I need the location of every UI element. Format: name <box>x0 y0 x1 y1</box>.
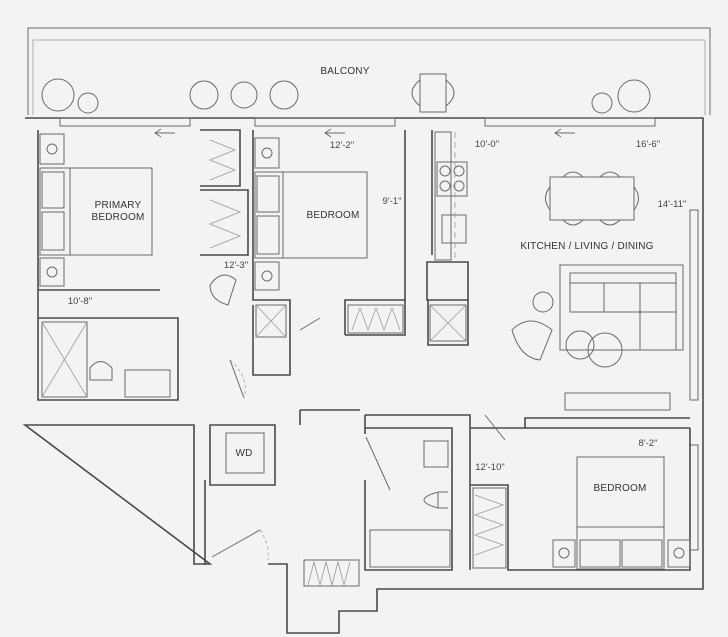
sofa <box>511 264 684 411</box>
washer-dryer <box>225 432 265 474</box>
interior-walls <box>37 129 691 571</box>
balcony-table-icon <box>419 73 447 113</box>
side-table-icon <box>532 291 554 313</box>
arrow-left-icon <box>554 128 575 138</box>
chair-icon <box>209 274 237 306</box>
dimension-label: 16'-6" <box>636 139 660 150</box>
cooktop-icon <box>436 161 468 197</box>
room-label-laundry: WD <box>235 448 252 459</box>
sink-icon <box>441 214 467 244</box>
hvac-closet <box>429 304 467 342</box>
nightstand-lamp-icon <box>552 539 576 568</box>
nightstand-lamp-icon <box>39 133 65 165</box>
room-label-bedroom-3: BEDROOM <box>593 483 646 494</box>
balcony-chair-icon <box>617 79 651 113</box>
room-label-primary-bedroom: PRIMARY <box>95 200 142 211</box>
arrow-left-icon <box>154 128 175 138</box>
balcony-table-icon <box>591 92 613 114</box>
kitchen-counter <box>434 131 468 261</box>
dimension-label: 12'-3" <box>224 260 248 271</box>
nightstand-lamp-icon <box>254 137 280 169</box>
toilet-icon <box>423 491 448 509</box>
room-label-kitchen-living-dining: KITCHEN / LIVING / DINING <box>520 241 653 252</box>
bathtub-icon <box>369 529 451 568</box>
room-label-primary-bedroom: BEDROOM <box>91 212 144 223</box>
balcony-chair-icon <box>41 78 75 112</box>
room-label-bedroom-2: BEDROOM <box>306 210 359 221</box>
balcony-chair-icon <box>269 80 299 110</box>
nightstand-lamp-icon <box>667 539 691 568</box>
dimension-label: 8'-2" <box>639 438 658 449</box>
dimension-label: 9'-1" <box>383 196 402 207</box>
arrow-left-icon <box>324 128 345 138</box>
primary-bed <box>39 133 153 287</box>
doors <box>211 317 506 561</box>
balcony-chair-icon <box>189 80 219 110</box>
coffee-table-icon <box>565 330 595 360</box>
tv-console-icon <box>564 392 671 411</box>
armchair-icon <box>511 320 553 361</box>
bedroom-3-bed <box>552 456 691 570</box>
closet <box>208 139 507 587</box>
exterior-wall <box>22 117 704 634</box>
dimension-label: 12'-10" <box>475 462 504 473</box>
balcony <box>27 27 711 115</box>
balcony-chair-icon <box>411 79 455 107</box>
toilet-icon <box>89 361 113 381</box>
balcony-table-icon <box>77 92 99 114</box>
room-label-balcony: BALCONY <box>320 66 369 77</box>
hvac-closet <box>255 304 287 338</box>
main-bathroom <box>369 440 451 568</box>
dimension-label: 12'-2" <box>330 140 354 151</box>
nightstand-lamp-icon <box>254 261 280 291</box>
bedroom-2-bed <box>254 137 368 291</box>
sink-icon <box>124 369 171 398</box>
dining-table <box>545 171 639 226</box>
coffee-table-icon <box>587 332 623 368</box>
sink-icon <box>423 440 449 468</box>
balcony-table-icon <box>230 81 258 109</box>
dimension-label: 10'-8" <box>68 296 92 307</box>
dimension-label: 10'-0" <box>475 139 499 150</box>
nightstand-lamp-icon <box>39 257 65 287</box>
ensuite-bathroom <box>41 321 171 398</box>
dimension-label: 14'-11" <box>658 199 687 210</box>
